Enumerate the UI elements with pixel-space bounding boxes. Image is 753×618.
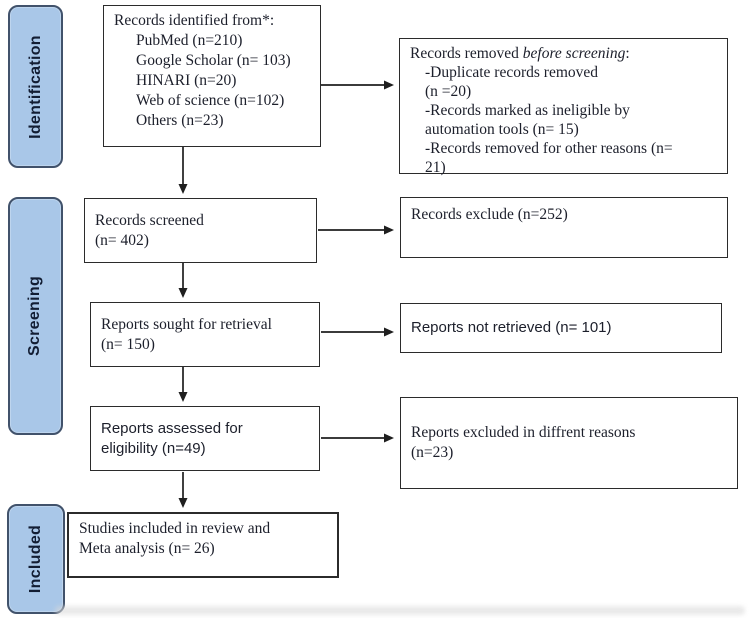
removed-duplicates-line2: (n =20) (425, 83, 472, 100)
removed-automation-line1: -Records marked as ineligible by (425, 102, 630, 119)
stage-included-label: Included (27, 524, 44, 594)
records-screened-line1: Records screened (95, 211, 204, 229)
records-excluded-box: Records exclude (n=252) (400, 197, 728, 258)
studies-included-box: Studies included in review and Meta anal… (67, 512, 339, 578)
source-web-of-science: Web of science (n=102) (136, 92, 285, 109)
reports-excluded-reasons-box: Reports excluded in diffrent reasons (n=… (400, 397, 738, 489)
reports-assessed-box: Reports assessed for eligibility (n=49) (90, 406, 320, 471)
records-identified-sources: PubMed (n=210) Google Scholar (n= 103) H… (136, 31, 310, 131)
reports-assessed-line2: eligibility (n=49) (101, 439, 206, 457)
studies-included-line1: Studies included in review and (79, 520, 271, 537)
records-removed-heading: Records removed before screening: (410, 44, 717, 63)
records-removed-reasons: -Duplicate records removed (n =20) -Reco… (425, 63, 717, 177)
reports-sought-line2: (n= 150) (101, 335, 155, 353)
reports-sought-line1: Reports sought for retrieval (101, 315, 272, 333)
records-removed-heading-italic: before screening (522, 45, 626, 62)
reports-sought-box: Reports sought for retrieval (n= 150) (90, 302, 320, 367)
removed-other-line1: -Records removed for other reasons (n= (425, 140, 673, 157)
reports-not-retrieved-box: Reports not retrieved (n= 101) (400, 303, 722, 353)
studies-included-line2: Meta analysis (n= 26) (79, 540, 215, 557)
removed-other-line2: 21) (425, 159, 446, 176)
stage-screening: Screening (8, 197, 63, 435)
source-others: Others (n=23) (136, 112, 224, 129)
records-excluded-line: Records exclude (n=252) (411, 206, 568, 223)
reports-excluded-reasons-line2: (n=23) (411, 444, 454, 461)
removed-automation-line2: automation tools (n= 15) (425, 121, 579, 138)
records-identified-heading: Records identified from*: (114, 12, 275, 29)
source-hinari: HINARI (n=20) (136, 72, 237, 89)
source-pubmed: PubMed (n=210) (136, 32, 243, 49)
records-screened-box: Records screened (n= 402) (84, 198, 317, 263)
stage-identification-label: Identification (26, 34, 44, 139)
reports-not-retrieved-line: Reports not retrieved (n= 101) (411, 319, 612, 336)
stage-included: Included (7, 504, 65, 614)
removed-duplicates-line1: -Duplicate records removed (425, 64, 599, 81)
records-removed-heading-prefix: Records removed (410, 45, 523, 62)
reports-excluded-reasons-line1: Reports excluded in diffrent reasons (411, 424, 636, 441)
scan-artifact (55, 606, 745, 615)
records-removed-box: Records removed before screening: -Dupli… (399, 38, 728, 177)
stage-identification: Identification (8, 5, 63, 168)
stage-screening-label: Screening (26, 275, 44, 357)
records-removed-heading-suffix: : (625, 45, 630, 62)
reports-assessed-line1: Reports assessed for (101, 419, 243, 437)
records-screened-line2: (n= 402) (95, 231, 149, 249)
records-identified-box: Records identified from*: PubMed (n=210)… (103, 5, 321, 147)
source-google-scholar: Google Scholar (n= 103) (136, 52, 291, 69)
